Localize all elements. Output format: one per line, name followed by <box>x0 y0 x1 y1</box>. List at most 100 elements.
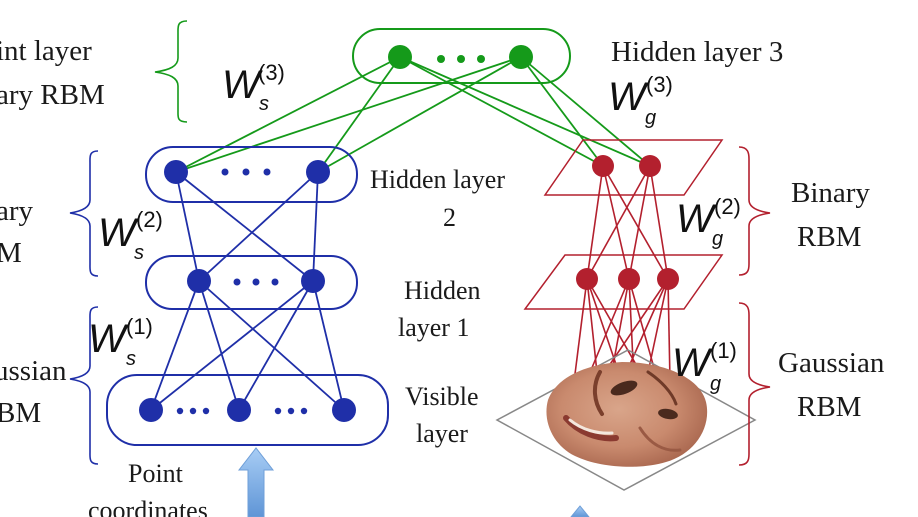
hidden-3-unit <box>509 45 533 69</box>
texture-visible-layer <box>495 349 757 491</box>
right-binary-label-line2: RBM <box>797 221 861 253</box>
svg-text:(3): (3) <box>258 60 285 85</box>
shape-hidden-2-capsule <box>145 146 358 203</box>
svg-text:(2): (2) <box>136 207 163 232</box>
left-binary-label-line1: ary <box>0 195 34 227</box>
texture-hidden-1-plane <box>523 254 724 310</box>
weight-wg2: W (2) g <box>676 194 741 250</box>
right-binary-label-line1: Binary <box>791 177 870 209</box>
visible-unit <box>139 398 163 422</box>
face-input-arrow <box>570 505 590 517</box>
right-gaussian-brace <box>738 302 771 466</box>
weight-ws2: W (2) s <box>98 207 163 264</box>
joint-brace <box>154 20 188 123</box>
joint-rbm-label-line1: int layer <box>0 35 92 67</box>
weight-ws3: W (3) s <box>222 60 285 115</box>
texture-hidden-2-unit <box>639 155 661 177</box>
visible-unit <box>227 398 251 422</box>
svg-text:(1): (1) <box>710 338 737 363</box>
svg-text:g: g <box>710 373 721 395</box>
svg-text:W: W <box>88 317 129 361</box>
visible-layer-capsule <box>106 374 389 446</box>
texture-weight-lines <box>573 165 671 383</box>
texture-hidden-1-unit <box>618 268 640 290</box>
ellipsis-dot <box>287 407 295 415</box>
svg-text:W: W <box>676 197 717 241</box>
texture-hidden-layer-2 <box>543 139 724 196</box>
right-gaussian-label-line1: Gaussian <box>778 347 885 379</box>
svg-text:g: g <box>645 107 656 129</box>
svg-text:(3): (3) <box>646 72 673 97</box>
hidden-layer-2-label-line2: 2 <box>443 203 456 232</box>
shape-hidden-layer-2 <box>145 146 358 203</box>
hidden-3-unit <box>388 45 412 69</box>
ellipsis-dot <box>274 407 282 415</box>
left-gaussian-label-line2: BM <box>0 397 41 429</box>
svg-text:W: W <box>222 63 263 107</box>
shape-weight-lines <box>150 171 345 411</box>
svg-text:s: s <box>126 348 136 370</box>
joint-weight-lines <box>175 56 651 173</box>
ellipsis-dot <box>242 168 250 176</box>
braces <box>69 20 771 466</box>
visible-layer-label-line2: layer <box>416 419 468 448</box>
ellipsis-dot <box>437 55 445 63</box>
weight-ws1: W (1) s <box>88 314 153 370</box>
ellipsis-dot <box>202 407 210 415</box>
visible-layer-label-line1: Visible <box>405 382 479 411</box>
texture-hidden-2-plane <box>543 139 724 196</box>
svg-text:W: W <box>608 75 649 119</box>
svg-text:(2): (2) <box>714 194 741 219</box>
shape-hidden-1-unit <box>187 269 211 293</box>
joint-rbm-label-line2: ary RBM <box>0 79 105 111</box>
right-binary-brace <box>738 146 771 276</box>
hidden-layer-3-label: Hidden layer 3 <box>611 36 783 68</box>
svg-text:(1): (1) <box>126 314 153 339</box>
texture-hidden-2-unit <box>592 155 614 177</box>
ellipsis-dot <box>176 407 184 415</box>
visible-unit <box>332 398 356 422</box>
ellipsis-dot <box>457 55 465 63</box>
hidden-layer-3 <box>352 28 571 84</box>
svg-text:W: W <box>98 211 139 255</box>
svg-text:g: g <box>712 228 723 250</box>
texture-hidden-layer-1 <box>523 254 724 310</box>
weight-wg3: W (3) g <box>608 72 673 129</box>
svg-text:W: W <box>672 341 713 385</box>
ellipsis-dot <box>233 278 241 286</box>
left-binary-brace <box>69 150 99 277</box>
left-gaussian-brace <box>69 306 99 465</box>
shape-hidden-layer-1 <box>145 255 358 310</box>
ellipsis-dot <box>271 278 279 286</box>
shape-hidden-2-unit <box>306 160 330 184</box>
point-coordinates-label-line2: coordinates <box>88 496 208 517</box>
weight-wg1: W (1) g <box>672 338 737 395</box>
point-coordinates-label-line1: Point <box>128 459 184 488</box>
texture-hidden-1-unit <box>657 268 679 290</box>
ellipsis-dot <box>189 407 197 415</box>
point-input-arrow <box>237 447 275 517</box>
hidden-layer-2-label-line1: Hidden layer <box>370 165 505 194</box>
texture-visible-plane <box>495 349 757 491</box>
texture-hidden-1-unit <box>576 268 598 290</box>
shape-visible-layer <box>106 374 389 446</box>
right-gaussian-label-line2: RBM <box>797 391 861 423</box>
ellipsis-dot <box>477 55 485 63</box>
svg-text:s: s <box>259 93 269 115</box>
hidden-layer-3-capsule <box>352 28 571 84</box>
ellipsis-dot <box>252 278 260 286</box>
ellipsis-dot <box>300 407 308 415</box>
svg-text:s: s <box>134 242 144 264</box>
shape-hidden-1-unit <box>301 269 325 293</box>
ellipsis-dot <box>263 168 271 176</box>
shape-hidden-1-capsule <box>145 255 358 310</box>
left-binary-label-line2: M <box>0 237 22 269</box>
shape-hidden-2-unit <box>164 160 188 184</box>
face-texture-image <box>546 362 708 467</box>
ellipsis-dot <box>221 168 229 176</box>
hidden-layer-1-label-line2: layer 1 <box>398 313 469 342</box>
hidden-layer-1-label-line1: Hidden <box>404 276 481 305</box>
left-gaussian-label-line1: ussian <box>0 355 67 387</box>
